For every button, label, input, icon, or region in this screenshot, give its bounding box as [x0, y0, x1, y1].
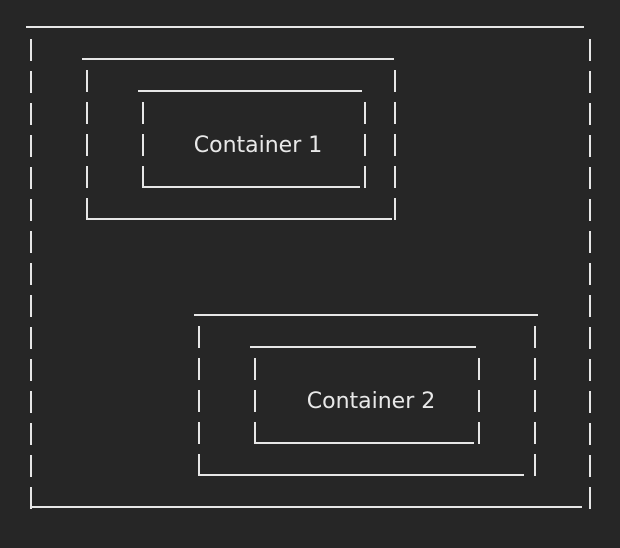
container-1-outer-left-edge: [86, 70, 88, 222]
container-2-inner-right-edge: [478, 358, 480, 446]
container-2-label: Container 2: [306, 389, 436, 414]
container-2-outer-right-edge: [534, 326, 536, 478]
container-2-inner-top-edge: [250, 346, 476, 348]
container-2-outer-left-edge: [198, 326, 200, 478]
container-1-inner-bottom-edge: [144, 186, 360, 188]
container-2-outer-top-edge: [194, 314, 538, 316]
container-1-label: Container 1: [193, 133, 323, 158]
container-1-outer-top-edge: [82, 58, 394, 60]
container-1-outer-bottom-edge: [88, 218, 392, 220]
outer-frame-bottom-edge: [32, 506, 582, 508]
outer-frame-right-edge: [589, 39, 591, 509]
container-1-outer-right-edge: [394, 70, 396, 222]
container-2-inner-bottom-edge: [256, 442, 474, 444]
outer-frame-top-edge: [26, 26, 584, 28]
container-1-inner-top-edge: [138, 90, 362, 92]
container-1-inner-left-edge: [142, 102, 144, 190]
container-1-inner-right-edge: [364, 102, 366, 190]
container-2-outer-bottom-edge: [200, 474, 524, 476]
outer-frame-left-edge: [30, 39, 32, 509]
container-2-inner-left-edge: [254, 358, 256, 446]
